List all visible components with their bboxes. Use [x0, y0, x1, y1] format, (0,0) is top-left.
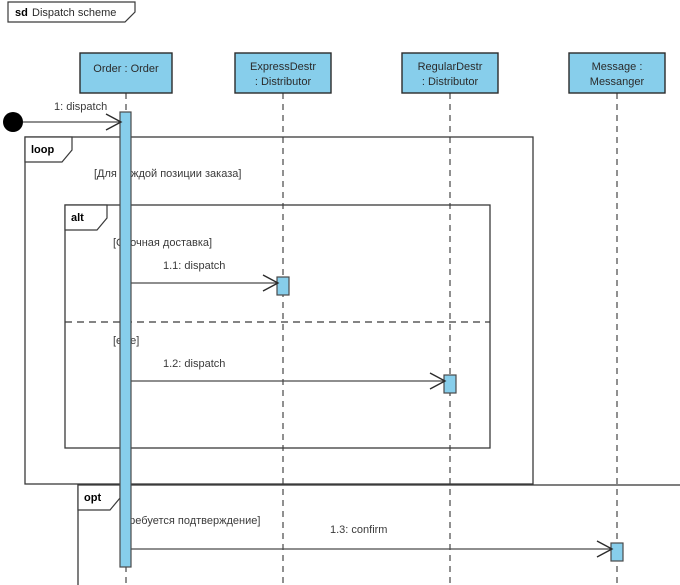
message-12-dispatch[interactable]: 1.2: dispatch: [131, 358, 447, 390]
frame-label-shape: [7, 1, 136, 23]
activation-bar-regular[interactable]: [443, 374, 457, 394]
message-13-arrowhead: [596, 540, 614, 558]
lifeline-label-messenger-line2: Messanger: [590, 76, 645, 88]
message-11-dispatch[interactable]: 1.1: dispatch: [131, 260, 280, 292]
fragment-loop[interactable]: loop [Для каждой позиции заказа]: [24, 136, 534, 485]
lifeline-head-express[interactable]: ExpressDestr : Distributor: [234, 52, 332, 94]
message-11-arrowhead: [262, 274, 280, 292]
fragment-opt-keyword: opt: [84, 492, 101, 504]
message-13-confirm[interactable]: 1.3: confirm: [131, 524, 614, 558]
lifeline-lines: [125, 93, 618, 585]
lifeline-label-express-line1: ExpressDestr: [250, 61, 316, 73]
lifeline-head-regular[interactable]: RegularDestr : Distributor: [401, 52, 499, 94]
message-11-label: 1.1: dispatch: [163, 260, 225, 272]
fragment-loop-box: [24, 136, 534, 485]
lifeline-label-order-line1: Order : Order: [93, 63, 159, 75]
lifeline-label-regular-line2: : Distributor: [422, 76, 479, 88]
frame-keyword: sd: [15, 7, 28, 19]
activation-bar-messenger[interactable]: [610, 542, 624, 562]
fragment-opt-guard: [Требуется подтверждение]: [120, 515, 260, 527]
fragment-alt-tab: [64, 204, 108, 231]
message-1-dispatch[interactable]: 1: dispatch: [3, 101, 123, 132]
fragment-opt-tab: [77, 484, 121, 511]
lifeline-box-regular: [401, 52, 499, 94]
message-13-label: 1.3: confirm: [330, 524, 387, 536]
activation-bar-order[interactable]: [119, 111, 132, 568]
fragment-opt[interactable]: opt [Требуется подтверждение]: [77, 484, 680, 585]
fragment-loop-keyword: loop: [31, 144, 54, 156]
lifeline-head-messenger[interactable]: Message : Messanger: [568, 52, 666, 94]
message-1-label: 1: dispatch: [54, 101, 107, 113]
lifeline-label-messenger-line1: Message :: [592, 61, 643, 73]
message-12-label: 1.2: dispatch: [163, 358, 225, 370]
found-message-start-dot: [3, 112, 23, 132]
fragment-loop-tab: [24, 136, 73, 163]
activation-bar-express[interactable]: [276, 276, 290, 296]
fragment-loop-guard: [Для каждой позиции заказа]: [94, 168, 241, 180]
lifeline-box-messenger: [568, 52, 666, 94]
lifeline-box-order: [79, 52, 173, 94]
fragment-alt-keyword: alt: [71, 212, 84, 224]
lifeline-label-regular-line1: RegularDestr: [418, 61, 483, 73]
message-1-arrowhead: [105, 113, 123, 131]
message-12-arrowhead: [429, 372, 447, 390]
lifeline-label-express-line2: : Distributor: [255, 76, 312, 88]
lifeline-head-order[interactable]: Order : Order: [79, 52, 173, 94]
activation-bars: [119, 111, 624, 568]
fragment-alt-guard-1: [Срочная доставка]: [113, 237, 212, 249]
diagram-frame-label: sd Dispatch scheme: [7, 1, 136, 23]
diagram-title: Dispatch scheme: [32, 7, 116, 19]
fragment-alt-box: [64, 204, 491, 449]
lifeline-box-express: [234, 52, 332, 94]
fragment-opt-box: [77, 484, 680, 585]
